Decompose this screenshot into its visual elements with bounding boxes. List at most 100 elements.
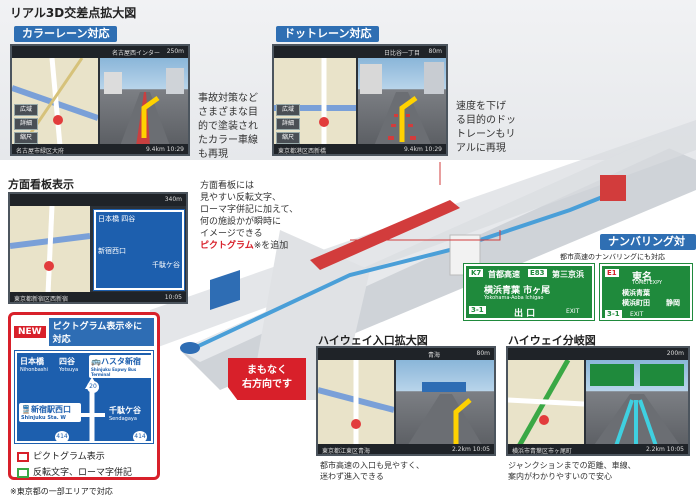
screen-map: [12, 57, 99, 147]
screen-status-bar: 日比谷一丁目 80m: [274, 46, 446, 58]
new-badge: NEW: [14, 326, 46, 338]
note-line: 何の施設かが瞬時に: [200, 217, 282, 227]
dot-lane-tag: ドットレーン対応: [276, 26, 380, 42]
sign-dest: 新宿西口: [98, 247, 126, 255]
direction-board-note: 方面看板には 見やすい反転文字、 ローマ字併記に加えて、 何の施設かが瞬時に イ…: [200, 180, 328, 252]
note-line: も再現: [198, 149, 228, 160]
screen-3d-view: [358, 58, 446, 146]
map-roads: [318, 360, 395, 448]
numbering-tag: ナンバリング対応: [600, 234, 696, 264]
direction-board-title: 方面看板表示: [8, 178, 74, 191]
sign-mid-left: 🚆新宿駅西口 Shinjuku Sta. W: [19, 403, 81, 422]
screen-distance: 80m: [476, 350, 490, 357]
map-roads: [12, 57, 99, 147]
note-suffix: ※を追加: [253, 241, 289, 251]
sign-top-mid: 四谷: [59, 357, 75, 366]
screen-status-bar: 青海 80m: [318, 348, 494, 360]
sign-mid-left-roman: Shinjuku Sta. W: [21, 415, 66, 421]
screen-top-label: 青海: [428, 352, 441, 359]
page-title: リアル3D交差点拡大図: [10, 6, 137, 20]
highway-branch-caption: ジャンクションまでの距離、車線、 案内がわかりやすいので安心: [508, 460, 636, 482]
color-lane-nav-screen: 名古屋西インター 250m 広域 詳細 縮尺 名古屋市緑区大府 9.4km 10…: [10, 44, 190, 156]
highway-branch-nav-screen: 200m 横浜市青葉区市ヶ尾町 2.2km 10:05: [506, 346, 690, 456]
zoom-detail-button[interactable]: 詳細: [276, 118, 300, 130]
caption-line: 案内がわかりやすいので安心: [508, 472, 612, 481]
3d-road: [104, 68, 184, 146]
sign-top-mid-roman: Yotsuya: [59, 367, 79, 373]
scale-button[interactable]: 縮尺: [276, 132, 300, 144]
dot-lane-note: 速度を下げ る目的のドッ トレーンもリ アルに再現: [456, 100, 528, 156]
sign-main-dest-2: 市ヶ尾: [523, 286, 551, 296]
sign-main-dest: 横浜青葉 市ヶ尾: [484, 283, 550, 296]
pictogram-card-header: NEW ピクトグラム表示※に対応: [11, 315, 157, 349]
screen-map: [508, 358, 585, 450]
note-line: 的で塗装され: [198, 121, 258, 132]
zoom-detail-button[interactable]: 詳細: [14, 118, 38, 130]
screen-status-bar: 名古屋西インター 250m: [12, 46, 188, 58]
screen-distance: 250m: [166, 48, 184, 55]
scale-button[interactable]: 縮尺: [14, 132, 38, 144]
screen-eta: 9.4km 10:29: [145, 146, 184, 153]
legend-item: ピクトグラム表示: [17, 449, 151, 465]
zoom-wide-button[interactable]: 広域: [14, 104, 38, 116]
pictogram-sign: 日本橋 Nihonbashi 四谷 Yotsuya 🚌ハスタ新宿 Shinjuk…: [14, 350, 154, 444]
caption-line: ジャンクションまでの距離、車線、: [508, 461, 636, 470]
numbering-subtitle: 都市高速のナンバリングにも対応: [560, 253, 665, 261]
legend-swatch-green: [17, 467, 29, 478]
route-code: E83: [528, 269, 547, 277]
route-code: E1: [605, 269, 619, 277]
screen-3d-view: [586, 360, 688, 448]
callout-line: 右方向です: [242, 379, 292, 390]
pictogram-card: NEW ピクトグラム表示※に対応 日本橋 Nihonbashi 四谷 Yotsu…: [8, 312, 160, 480]
sign-mid-right-roman: Sendagaya: [109, 416, 137, 422]
legend-label: 反転文字、ローマ字併記: [33, 468, 133, 478]
note-line: さまざまな目: [198, 107, 258, 118]
highway-entrance-title: ハイウェイ入口拡大図: [318, 334, 428, 347]
screen-3d-view: [100, 58, 188, 146]
road-drawing: [150, 120, 696, 400]
sign-roman-2: Ichigao: [525, 295, 544, 301]
3d-road: [360, 62, 444, 146]
screen-bottom-bar: 東京都江東区青海 2.2km 10:05: [318, 444, 494, 454]
screen-3d-view: [396, 360, 494, 448]
sign-dest: 首都高速: [488, 270, 520, 279]
3d-road: [406, 382, 484, 448]
sign-main-roman: Yokohama-Aoba Ichigao: [484, 295, 543, 301]
car-icon: [180, 342, 200, 354]
sign-top-right: 🚌ハスタ新宿 Shinjuku Expwy Bus Terminal: [89, 355, 153, 378]
screen-bottom-bar: 名古屋市緑区大府 9.4km 10:29: [12, 144, 188, 154]
3d-road: [590, 364, 684, 448]
screen-map: [318, 360, 395, 448]
train-icon: 🚆: [21, 405, 31, 414]
exit-number: 3-1: [469, 306, 486, 314]
car-position-icon: [539, 415, 549, 425]
screen-eta: 2.2km 10:05: [451, 446, 490, 453]
sign-dest: 千駄ケ谷: [152, 261, 180, 269]
car-position-icon: [53, 115, 63, 125]
pictogram-highlight: ピクトグラム: [200, 241, 254, 251]
pictogram-legend: ピクトグラム表示 反転文字、ローマ字併記: [11, 445, 157, 485]
note-line: ローマ字併記に加えて、: [200, 205, 299, 215]
screen-location: 東京都新宿区西新宿: [14, 296, 69, 303]
screen-eta: 10:05: [164, 294, 182, 301]
screen-top-label: 名古屋西インター: [112, 50, 161, 57]
sign-roman-1: Yokohama-Aoba: [484, 295, 524, 301]
screen-bottom-bar: 東京都港区西新橋 9.4km 10:29: [274, 144, 446, 154]
note-line: 方面看板には: [200, 181, 255, 191]
sign-mid-right: 千駄ケ谷: [109, 406, 141, 415]
numbering-sign-right: E1 東名 TOMEI EXPY 横浜青葉 横浜町田 静岡 3-1 EXIT: [599, 263, 693, 321]
sign-dest: 横浜青葉: [622, 289, 650, 297]
note-line: る目的のドッ: [456, 115, 516, 126]
sign-top-left-roman: Nihonbashi: [20, 367, 48, 373]
turn-instruction-callout: まもなく 右方向です: [228, 358, 306, 400]
zoom-wide-button[interactable]: 広域: [276, 104, 300, 116]
exit-label: 出 口: [514, 309, 536, 319]
screen-bottom-bar: 横浜市青葉区市ヶ尾町 2.2km 10:05: [508, 444, 688, 454]
sign-mid-left-label: 新宿駅西口: [30, 405, 71, 414]
sign-top-right-label: ハスタ新宿: [100, 357, 141, 366]
legend-label: ピクトグラム表示: [33, 452, 105, 462]
exit-number: 3-1: [605, 310, 622, 318]
sign-dest: 第三京浜: [552, 270, 584, 279]
screen-eta: 9.4km 10:29: [403, 146, 442, 153]
route-number-a: 20: [87, 381, 99, 393]
